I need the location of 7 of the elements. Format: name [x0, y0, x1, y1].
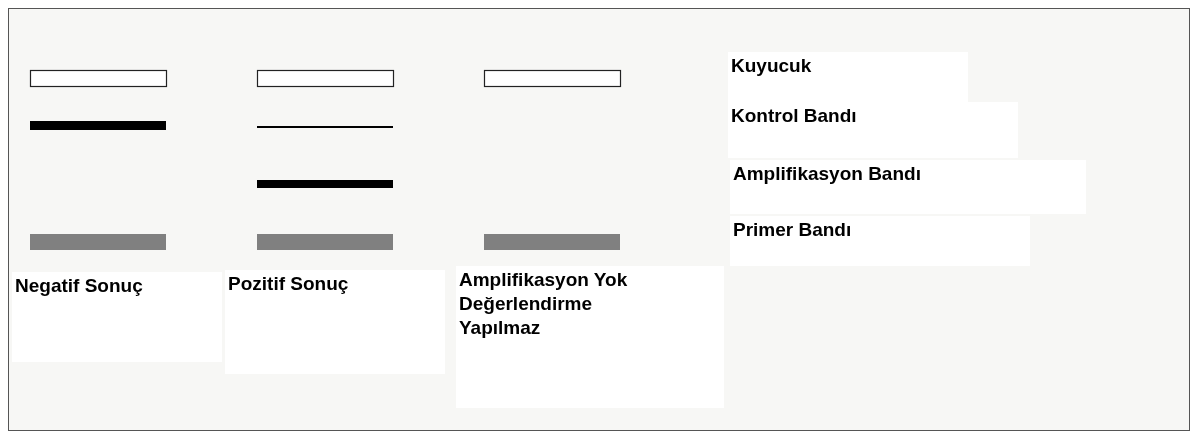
lane-label: Pozitif Sonuç	[225, 270, 445, 374]
band-label: Primer Bandı	[730, 216, 1030, 266]
lane-label: Negatif Sonuç	[12, 272, 222, 362]
band-label: Kuyucuk	[728, 52, 968, 102]
lane-label: Amplifikasyon Yok Değerlendirme Yapılmaz	[456, 266, 724, 408]
band-label: Amplifikasyon Bandı	[730, 160, 1086, 214]
band-label: Kontrol Bandı	[728, 102, 1018, 158]
